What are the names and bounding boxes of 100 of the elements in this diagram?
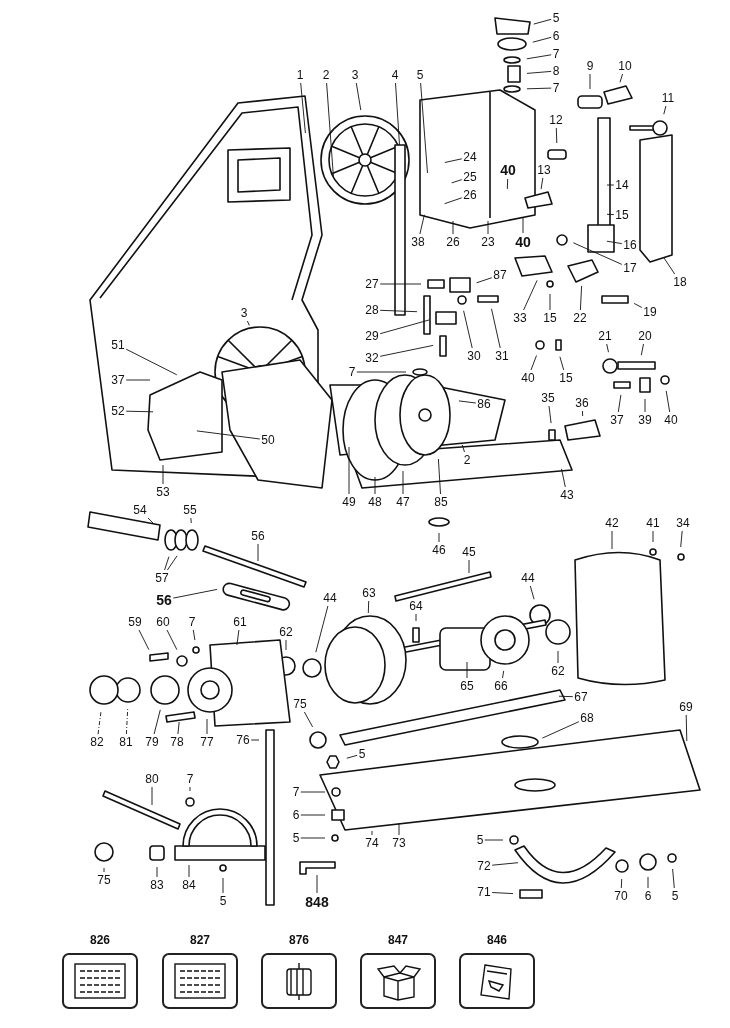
leader-line xyxy=(533,18,552,25)
leader-line xyxy=(549,293,551,311)
callout-number: 5 xyxy=(219,894,227,908)
leader-line xyxy=(156,866,158,878)
part-number: 826 xyxy=(90,934,110,947)
callout-number: 56 xyxy=(156,592,172,608)
callout-number: 87 xyxy=(493,268,507,282)
leader-line xyxy=(463,310,473,349)
callout-number: 67 xyxy=(574,690,588,704)
leader-line xyxy=(379,319,430,335)
callout-number: 66 xyxy=(494,679,508,693)
leader-line xyxy=(402,470,404,495)
leader-line xyxy=(557,650,559,664)
leader-line xyxy=(172,588,218,599)
leader-line xyxy=(151,786,153,806)
leader-line xyxy=(371,830,373,836)
leader-line xyxy=(285,639,287,651)
leader-line xyxy=(125,410,154,413)
callout-number: 10 xyxy=(618,59,632,73)
leader-line xyxy=(523,279,538,311)
leader-line xyxy=(541,721,580,739)
part-number: 827 xyxy=(190,934,210,947)
callout-number: 54 xyxy=(133,503,147,517)
leader-line xyxy=(640,343,644,356)
leader-line xyxy=(147,517,154,524)
callout-number: 14 xyxy=(615,178,629,192)
leader-line xyxy=(444,158,463,163)
callout-number: 43 xyxy=(560,488,574,502)
leader-line xyxy=(579,285,583,311)
callout-number: 40 xyxy=(664,413,678,427)
callout-number: 68 xyxy=(580,711,594,725)
callout-number: 78 xyxy=(170,735,184,749)
callout-number: 8 xyxy=(552,64,560,78)
callout-number: 1 xyxy=(296,68,304,82)
callout-number: 40 xyxy=(521,371,535,385)
leader-line xyxy=(379,309,418,313)
callout-number: 32 xyxy=(365,351,379,365)
callout-number: 22 xyxy=(573,311,587,325)
leader-line xyxy=(300,791,326,793)
callout-number: 5 xyxy=(671,889,679,903)
leader-line xyxy=(177,721,180,735)
callout-number: 9 xyxy=(586,59,594,73)
leader-line xyxy=(466,661,468,679)
callout-number: 34 xyxy=(676,516,690,530)
leader-line xyxy=(529,585,535,600)
leader-line xyxy=(619,73,624,83)
callout-number: 35 xyxy=(541,391,555,405)
leader-line xyxy=(166,629,178,651)
leader-line xyxy=(452,220,454,235)
callout-number: 6 xyxy=(292,808,300,822)
leader-line xyxy=(491,892,514,895)
callout-number: 72 xyxy=(477,859,491,873)
leader-line xyxy=(374,476,376,495)
callout-number: 47 xyxy=(396,495,410,509)
callout-number: 79 xyxy=(145,735,159,749)
callout-number: 15 xyxy=(543,311,557,325)
callout-number: 5 xyxy=(552,11,560,25)
callout-number: 70 xyxy=(614,889,628,903)
callout-number: 7 xyxy=(552,81,560,95)
callout-number: 29 xyxy=(365,329,379,343)
callout-number: 25 xyxy=(463,170,477,184)
callout-number: 4 xyxy=(391,68,399,82)
leader-line xyxy=(316,874,318,894)
callout-number: 848 xyxy=(305,894,329,910)
callout-number: 19 xyxy=(643,305,657,319)
callout-number: 71 xyxy=(477,885,491,899)
leader-line xyxy=(196,430,261,440)
leader-line xyxy=(484,839,504,841)
callout-number: 77 xyxy=(200,735,214,749)
leader-line xyxy=(444,197,463,205)
leader-line xyxy=(487,220,489,235)
leader-line xyxy=(506,178,509,190)
leader-line xyxy=(672,868,675,889)
callout-number: 26 xyxy=(463,188,477,202)
leader-line xyxy=(356,371,407,373)
callout-number: 48 xyxy=(368,495,382,509)
leader-line xyxy=(250,739,260,741)
callout-number: 12 xyxy=(549,113,563,127)
leader-line xyxy=(300,837,326,839)
callout-number: 18 xyxy=(673,275,687,289)
callout-number: 26 xyxy=(446,235,460,249)
callout-number: 44 xyxy=(323,591,337,605)
leader-line xyxy=(532,36,552,43)
leader-line xyxy=(589,73,591,90)
leader-line xyxy=(103,867,105,873)
callout-number: 11 xyxy=(661,91,675,105)
leader-line xyxy=(526,70,552,74)
leader-line xyxy=(526,87,552,90)
callout-number: 17 xyxy=(623,261,637,275)
callout-number: 73 xyxy=(392,836,406,850)
callout-number: 6 xyxy=(552,29,560,43)
leader-line xyxy=(420,82,428,174)
callout-number: 20 xyxy=(638,329,652,343)
callout-number: 5 xyxy=(476,833,484,847)
callout-number: 38 xyxy=(411,235,425,249)
leader-line xyxy=(326,82,334,179)
callout-number: 50 xyxy=(261,433,275,447)
callout-number: 21 xyxy=(598,329,612,343)
leader-line xyxy=(606,343,609,353)
leader-line xyxy=(415,613,417,622)
